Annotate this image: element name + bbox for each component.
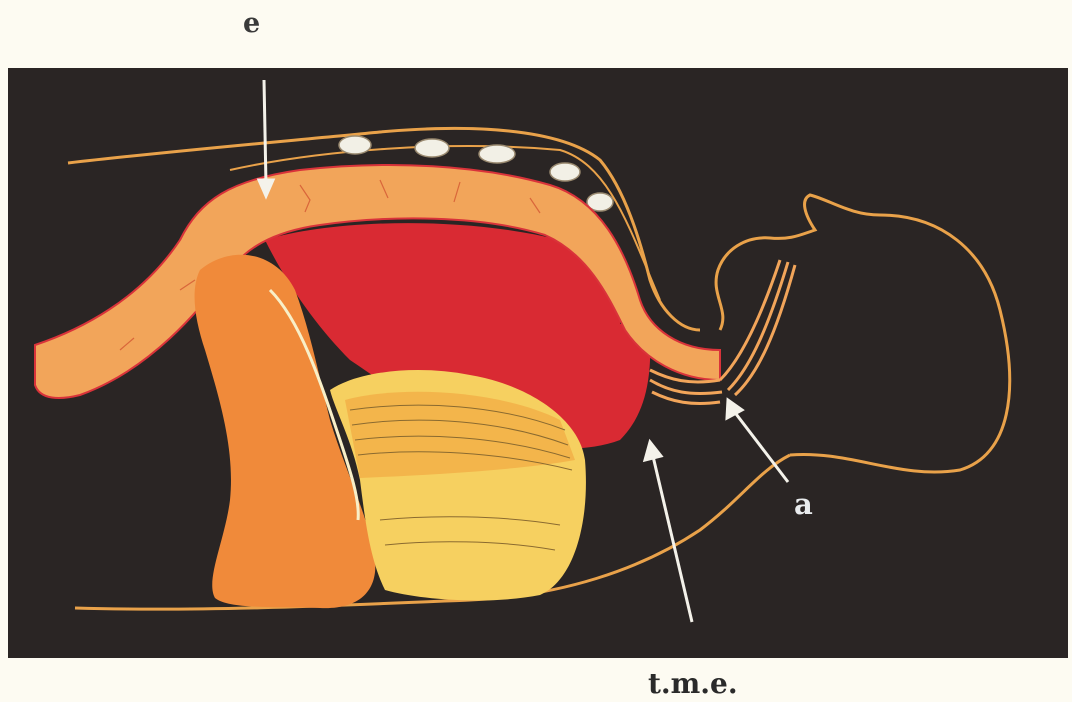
label-e: e (243, 10, 260, 37)
vertebra-shape (339, 136, 371, 154)
vertebra-shape (479, 145, 515, 163)
vertebra-shape (415, 139, 449, 157)
label-a: a (794, 490, 813, 519)
label-tme: t.m.e. (648, 670, 738, 698)
vertebra-shape (550, 163, 580, 181)
